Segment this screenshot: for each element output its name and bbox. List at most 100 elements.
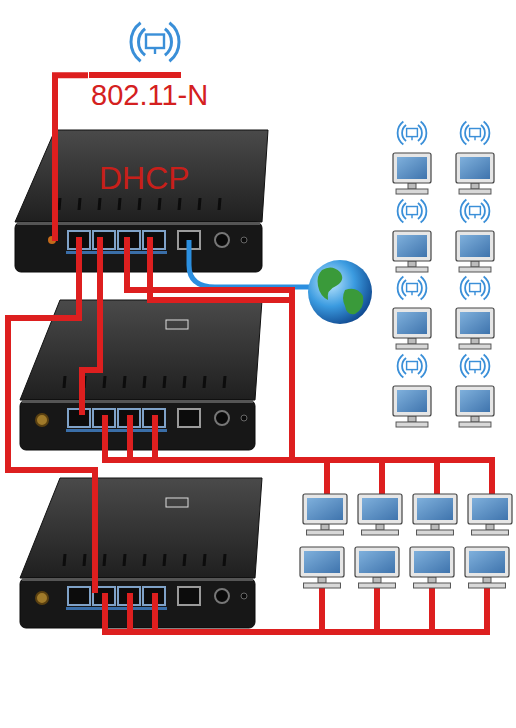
wireless-screen — [407, 362, 418, 370]
wireless-wave — [484, 276, 490, 299]
power-jack — [215, 233, 229, 247]
wan-port — [178, 587, 200, 605]
router-vent — [164, 376, 165, 388]
wireless-screen — [407, 129, 418, 137]
wireless-symbol — [461, 121, 490, 144]
wireless-stand — [154, 48, 156, 54]
router-vent — [144, 376, 145, 388]
monitor-base — [307, 530, 344, 535]
monitor-screen — [469, 551, 505, 573]
wireless-wave — [461, 276, 467, 299]
ethernet-cable — [55, 75, 88, 128]
computer — [358, 494, 402, 535]
ethernet-cable — [92, 72, 178, 78]
monitor-stand — [483, 577, 491, 583]
monitor-stand — [408, 416, 416, 422]
computer — [393, 308, 431, 349]
power-jack — [215, 411, 229, 425]
node-label: 802.11-N — [91, 80, 208, 110]
reset-button — [241, 593, 247, 599]
wireless-wave — [398, 354, 404, 377]
monitor-screen — [307, 498, 343, 520]
router-edge — [22, 400, 253, 403]
power-jack — [215, 589, 229, 603]
wireless-stand — [474, 370, 475, 374]
monitor-base — [396, 344, 428, 349]
monitor-screen — [359, 551, 395, 573]
monitor-screen — [460, 390, 490, 412]
computer — [456, 153, 494, 194]
wireless-wave — [465, 125, 469, 141]
reset-button — [241, 237, 247, 243]
router-vent — [219, 198, 220, 210]
monitor-base — [459, 422, 491, 427]
computer — [393, 231, 431, 272]
ethernet-cable — [127, 240, 292, 460]
wireless-symbol — [461, 276, 490, 299]
computer — [393, 153, 431, 194]
wireless-wave — [421, 199, 427, 222]
monitor-base — [396, 422, 428, 427]
brand-plate — [166, 320, 188, 329]
monitor-screen — [472, 498, 508, 520]
wireless-wave — [402, 280, 406, 296]
wireless-wave — [465, 280, 469, 296]
monitor-bezel — [393, 153, 431, 183]
router-vent — [64, 554, 65, 566]
ethernet-cable — [150, 240, 292, 300]
ethernet-cable — [105, 418, 492, 460]
monitor-stand — [471, 338, 479, 344]
router-vent — [204, 376, 205, 388]
internet-globe — [189, 240, 372, 324]
computer — [300, 547, 344, 588]
monitor-bezel — [410, 547, 454, 577]
wireless-symbol — [131, 23, 179, 61]
wireless-wave — [484, 354, 490, 377]
monitor-base — [414, 583, 451, 588]
monitor-bezel — [393, 231, 431, 261]
monitor-bezel — [303, 494, 347, 524]
wireless-wave — [461, 199, 467, 222]
router-top — [20, 478, 262, 578]
wireless-wave — [418, 203, 422, 219]
ethernet-cable — [52, 128, 58, 238]
computer — [303, 494, 347, 535]
monitor-stand — [373, 577, 381, 583]
router-vent — [64, 376, 65, 388]
wireless-stand — [474, 292, 475, 296]
wireless-wave — [165, 29, 172, 55]
monitor-base — [396, 189, 428, 194]
computer — [456, 231, 494, 272]
port-strip — [66, 429, 167, 432]
router-vent — [139, 198, 140, 210]
computer — [468, 494, 512, 535]
wireless-screen — [146, 35, 164, 49]
monitor-base — [417, 530, 454, 535]
ethernet-cable — [322, 575, 487, 632]
antenna-jack — [36, 414, 48, 426]
brand-plate — [166, 498, 188, 507]
continent — [318, 267, 343, 300]
wireless-wave — [481, 125, 485, 141]
reset-button — [241, 415, 247, 421]
monitor-screen — [304, 551, 340, 573]
router-vent — [184, 554, 185, 566]
monitor-bezel — [300, 547, 344, 577]
monitor-stand — [408, 261, 416, 267]
monitor-stand — [376, 524, 384, 530]
wireless-stand — [474, 215, 475, 219]
wireless-symbol — [398, 276, 427, 299]
computer — [393, 386, 431, 427]
wireless-wave — [421, 276, 427, 299]
globe — [308, 260, 372, 324]
router-vent — [124, 376, 125, 388]
lan-port — [93, 231, 115, 249]
monitor-bezel — [456, 386, 494, 416]
monitor-stand — [428, 577, 436, 583]
router-vent — [119, 198, 120, 210]
lan-port — [68, 587, 90, 605]
router — [20, 300, 262, 450]
monitor-stand — [318, 577, 326, 583]
